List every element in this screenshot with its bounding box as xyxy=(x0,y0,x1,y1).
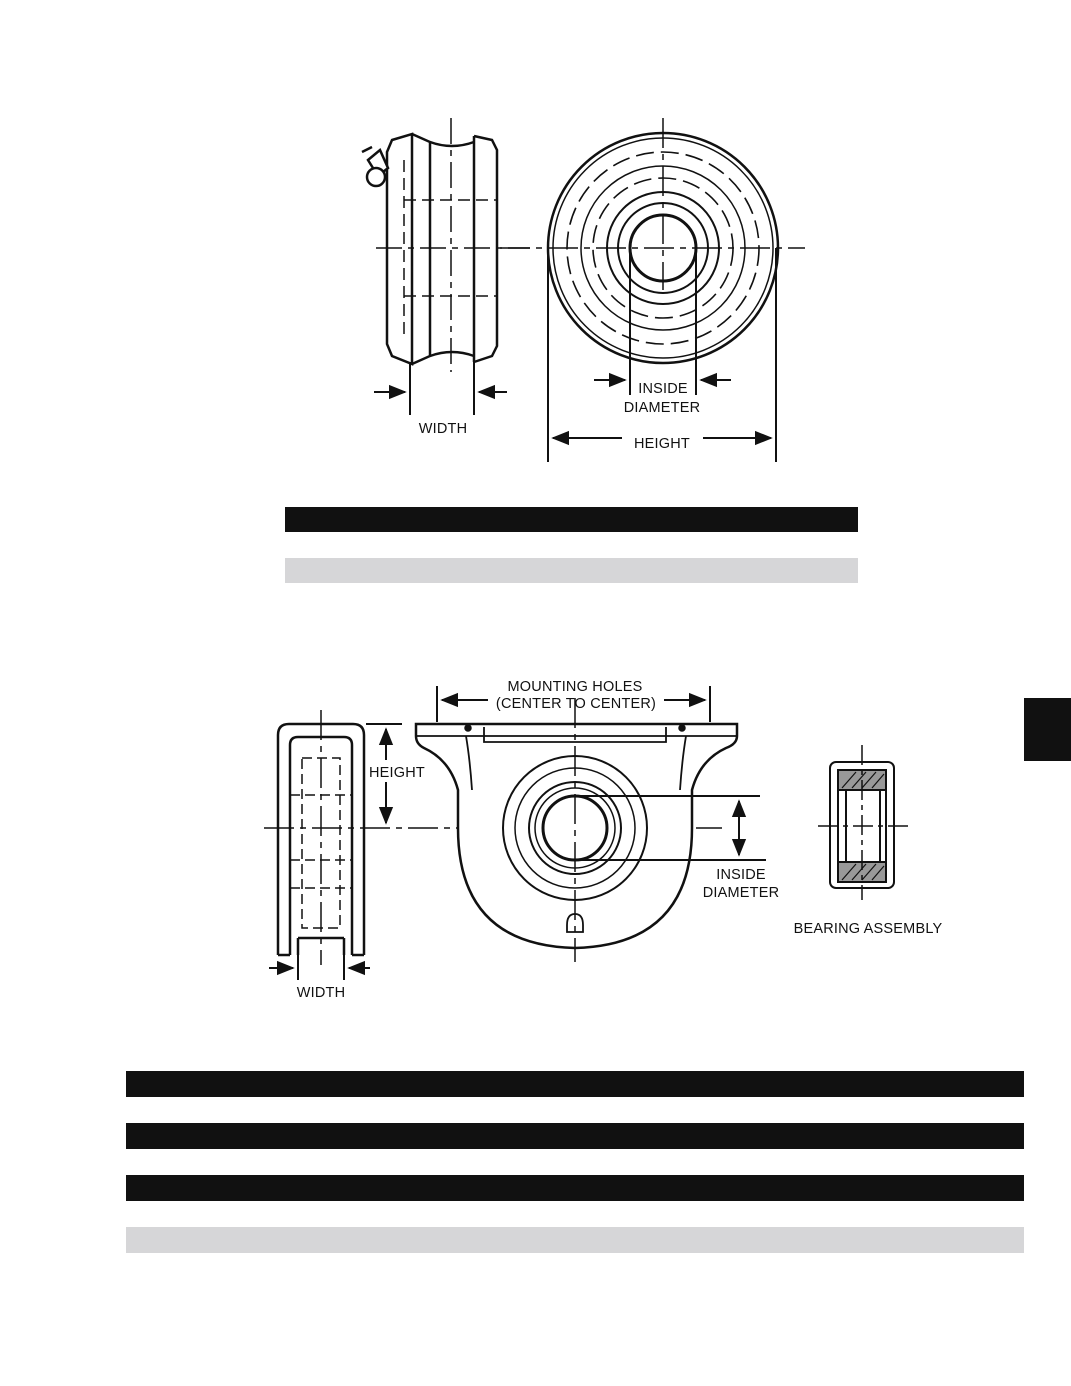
table1-row-bar xyxy=(285,558,858,583)
center-bearing-front-view xyxy=(414,722,739,950)
width-dimension-2 xyxy=(269,955,370,980)
width-dimension-1 xyxy=(374,362,507,415)
inside-label-2-line2: DIAMETER xyxy=(703,885,780,901)
inside-label-1-line2: DIAMETER xyxy=(624,400,701,416)
table2-header-bar-3 xyxy=(126,1175,1024,1201)
pillow-bearing-side-view xyxy=(361,132,499,366)
height-label-2: HEIGHT xyxy=(369,765,425,781)
front-view-centerlines xyxy=(500,118,805,290)
height-dimension-2 xyxy=(366,723,402,825)
mounting-holes-dimension xyxy=(436,686,711,722)
bearing-assembly-label: BEARING ASSEMBLY xyxy=(794,921,943,937)
width-label-2: WIDTH xyxy=(297,985,346,1001)
table2-header-bar-2 xyxy=(126,1123,1024,1149)
bearing-assembly-centerlines xyxy=(818,745,912,900)
section-tab xyxy=(1024,698,1071,761)
height-label-1: HEIGHT xyxy=(634,436,690,452)
height-dimension-1 xyxy=(547,248,777,462)
side-view-centerlines xyxy=(376,118,530,372)
inside-diameter-dimension-2 xyxy=(575,795,766,861)
inside-label-2-line1: INSIDE xyxy=(716,867,766,883)
inside-label-1-line1: INSIDE xyxy=(638,381,688,397)
mounting-label-line2: (CENTER TO CENTER) xyxy=(496,696,656,712)
mounting-label-line1: MOUNTING HOLES xyxy=(508,679,643,695)
inside-diameter-dimension-1 xyxy=(594,248,731,395)
table2-row-bar xyxy=(126,1227,1024,1253)
width-label-1: WIDTH xyxy=(419,421,468,437)
table1-header-bar xyxy=(285,507,858,532)
table2-header-bar-1 xyxy=(126,1071,1024,1097)
bearing-assembly-hatching xyxy=(841,771,885,881)
